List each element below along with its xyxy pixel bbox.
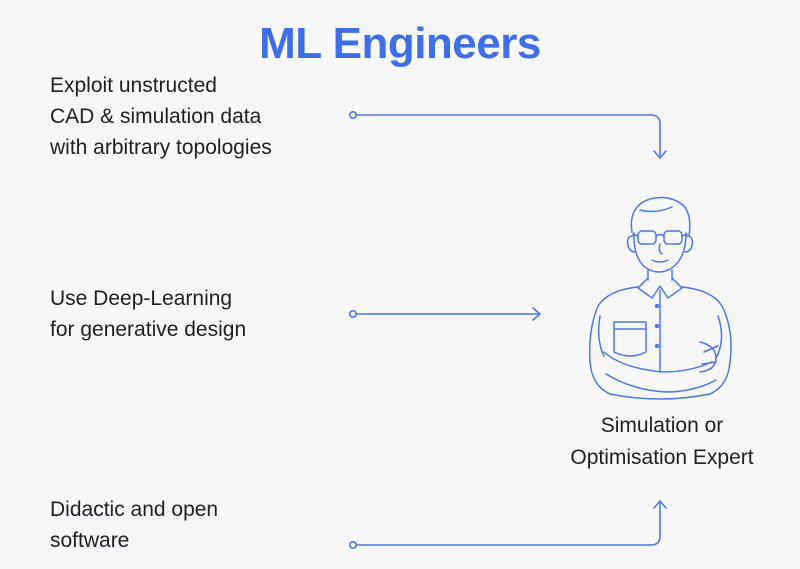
feature-open-software-line-1: Didactic and open <box>50 498 219 521</box>
feature-cad-data: Exploit unstructed CAD & simulation data… <box>50 70 272 163</box>
persona-caption-line-1: Simulation or <box>600 414 724 437</box>
connector-arrow-cad <box>348 111 667 159</box>
feature-cad-data-line-3: with arbitrary topologies <box>50 136 272 159</box>
connector-arrow-open-software <box>348 500 667 549</box>
person-illustration-icon <box>588 196 732 400</box>
diagram-title: ML Engineers <box>259 19 541 68</box>
feature-deep-learning-line-2: for generative design <box>50 318 247 341</box>
feature-cad-data-line-1: Exploit unstructed <box>50 74 217 97</box>
persona-caption: Simulation or Optimisation Expert <box>540 410 784 474</box>
feature-deep-learning-line-1: Use Deep-Learning <box>50 287 233 310</box>
feature-open-software: Didactic and open software <box>50 494 218 556</box>
persona-caption-line-2: Optimisation Expert <box>570 446 754 469</box>
feature-cad-data-line-2: CAD & simulation data <box>50 105 262 128</box>
feature-deep-learning: Use Deep-Learning for generative design <box>50 283 246 345</box>
connector-arrow-deep-learning <box>348 307 541 321</box>
feature-open-software-line-2: software <box>50 529 130 552</box>
